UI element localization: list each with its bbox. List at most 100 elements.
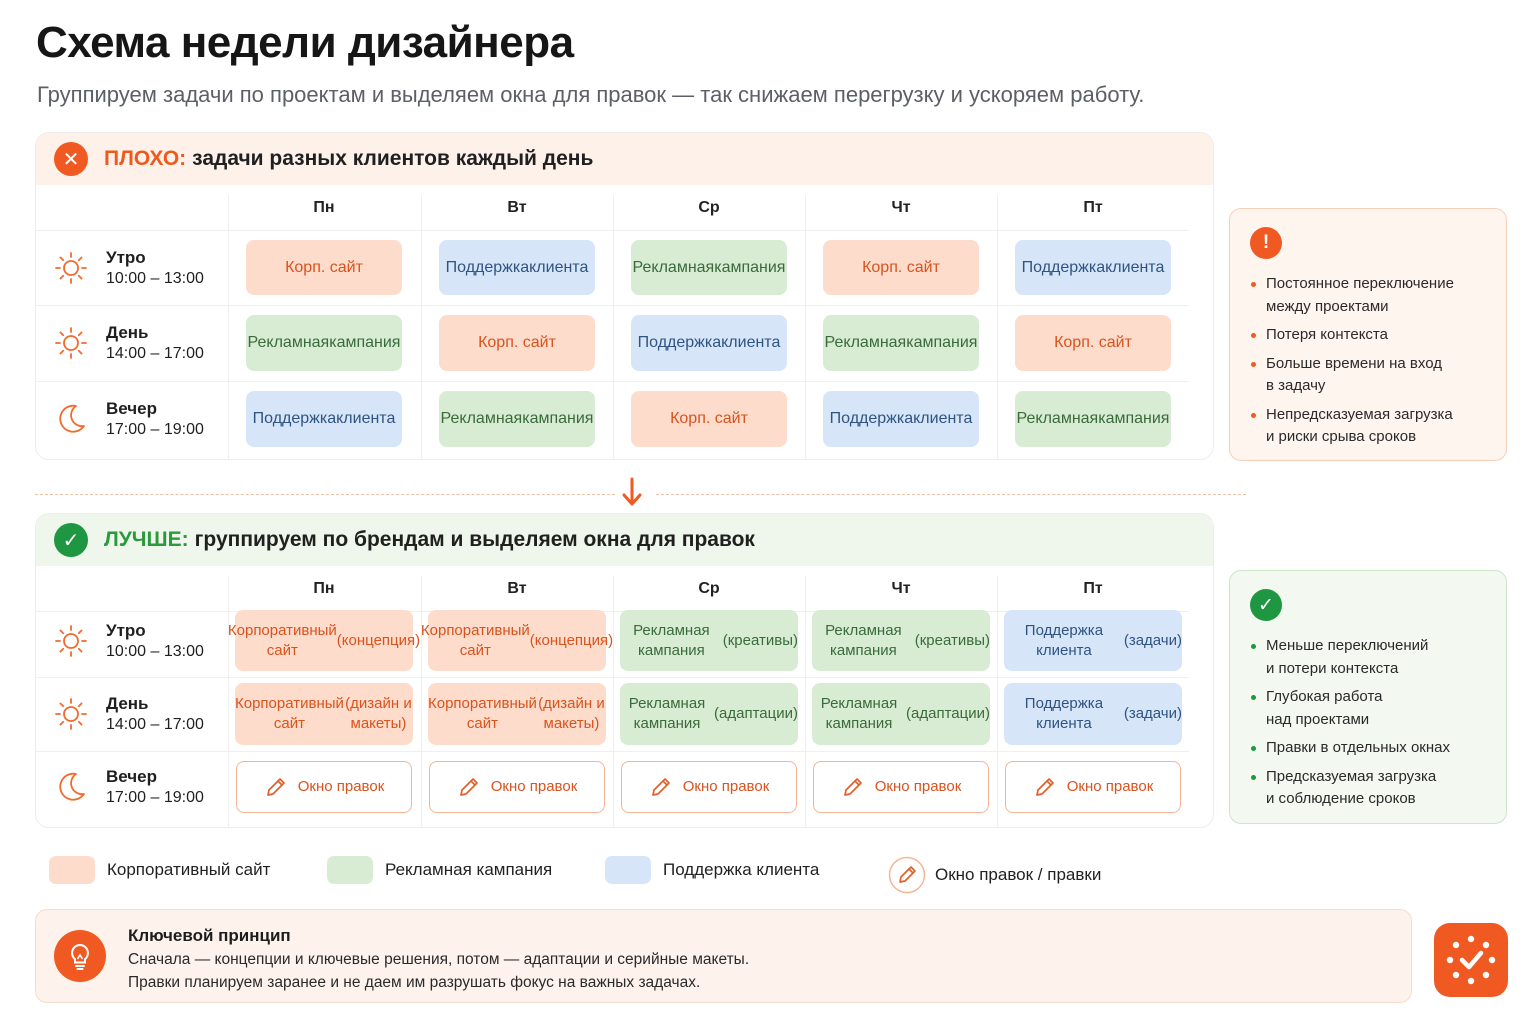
grid-hline: [36, 611, 1189, 612]
time-slot-3: Вечер 17:00 – 19:00: [36, 751, 228, 823]
task-cell-ad: Рекламная кампания(адаптации): [812, 683, 990, 745]
good-schedule-panel: ✓ ЛУЧШЕ: группируем по брендам и выделяе…: [35, 513, 1214, 828]
task-cell-sup: Поддержка клиента(задачи): [1004, 610, 1182, 671]
time-slot-3: Вечер 17:00 – 19:00: [36, 381, 228, 457]
grid-hline: [36, 751, 1189, 752]
time-slot-range: 14:00 – 17:00: [106, 716, 204, 733]
sun-icon: [36, 251, 106, 285]
time-slot-range: 17:00 – 19:00: [106, 421, 204, 438]
edit-window-button[interactable]: Окно правок: [813, 761, 989, 813]
day-header-5: Пт: [1083, 579, 1103, 597]
bad-heading: задачи разных клиентов каждый день: [192, 147, 594, 170]
time-slot-name: День: [106, 694, 149, 713]
task-cell-corp: Корпоративный сайт(концепция): [228, 610, 420, 671]
task-cell-sup: Поддержка клиента(задачи): [1004, 683, 1182, 745]
time-slot-name: Вечер: [106, 399, 158, 418]
day-header-5: Пт: [1083, 198, 1103, 216]
pencil-icon: [888, 856, 926, 894]
grid-hline: [36, 381, 1189, 382]
day-header-4: Чт: [891, 579, 911, 597]
legend-label-support: Поддержка клиента: [663, 860, 820, 879]
legend-label-edit: Окно правок / правки: [935, 865, 1102, 884]
sun-icon: [36, 624, 106, 658]
edit-window-button[interactable]: Окно правок: [429, 761, 605, 813]
legend-item-support: Поддержка клиента: [605, 856, 819, 884]
task-cell-corp: Корпоративный сайт(концепция): [421, 610, 613, 671]
grid-vline: [997, 576, 998, 827]
task-cell-corp: Корп. сайт: [246, 240, 402, 295]
day-header-1: Пн: [313, 198, 335, 216]
exclamation-icon: !: [1250, 227, 1282, 259]
grid-vline: [228, 195, 229, 459]
legend-label-ad: Рекламная кампания: [385, 860, 553, 879]
grid-vline: [613, 576, 614, 827]
grid-vline: [421, 576, 422, 827]
time-slot-2: День 14:00 – 17:00: [36, 677, 228, 751]
legend-swatch-corp: [49, 856, 95, 884]
page-subtitle: Группируем задачи по проектам и выделяем…: [37, 82, 1145, 107]
edit-window-button[interactable]: Окно правок: [236, 761, 412, 813]
note-bullet-item: Правки в отдельных окнах: [1250, 737, 1486, 760]
legend-swatch-ad: [327, 856, 373, 884]
close-icon: ✕: [54, 142, 88, 176]
good-heading: группируем по брендам и выделяем окна дл…: [194, 528, 755, 551]
edit-window-label: Окно правок: [874, 778, 962, 795]
edit-window-button[interactable]: Окно правок: [621, 761, 797, 813]
grid-vline: [613, 195, 614, 459]
time-slot-name: Вечер: [106, 767, 158, 786]
sun-icon: [36, 326, 106, 360]
grid-vline: [421, 195, 422, 459]
legend-item-corp: Корпоративный сайт: [49, 856, 270, 884]
task-cell-corp: Корп. сайт: [439, 315, 595, 371]
time-slot-label: День 14:00 – 17:00: [106, 693, 204, 735]
task-cell-corp: Корп. сайт: [631, 391, 787, 447]
pencil-icon: [843, 778, 862, 796]
section-divider-right: [656, 494, 1246, 495]
task-cell-ad: Рекламная кампания(креативы): [620, 610, 798, 671]
pencil-icon: [651, 778, 670, 796]
good-lead-label: ЛУЧШЕ:: [104, 528, 189, 551]
note-bullet-item: Потеря контекста: [1250, 324, 1486, 347]
edit-window-button[interactable]: Окно правок: [1005, 761, 1181, 813]
bad-lead-label: ПЛОХО:: [104, 147, 187, 170]
pencil-icon: [459, 778, 478, 796]
task-cell-ad: Рекламная кампания(адаптации): [620, 683, 798, 745]
moon-icon: [36, 402, 106, 436]
day-header-2: Вт: [507, 198, 527, 216]
principle-line-2: Правки планируем заранее и не даем им ра…: [128, 974, 701, 991]
principle-title: Ключевой принцип: [128, 926, 291, 945]
task-cell-corp: Корп. сайт: [823, 240, 979, 295]
grid-vline: [805, 195, 806, 459]
bad-schedule-panel: ✕ ПЛОХО: задачи разных клиентов каждый д…: [35, 132, 1214, 460]
time-slot-label: Вечер 17:00 – 19:00: [106, 398, 204, 440]
pencil-icon: [1035, 778, 1054, 796]
day-header-4: Чт: [891, 198, 911, 216]
time-slot-range: 17:00 – 19:00: [106, 789, 204, 806]
grid-hline: [36, 305, 1189, 306]
check-icon: ✓: [54, 523, 88, 557]
check-icon: ✓: [1250, 589, 1282, 621]
time-slot-range: 10:00 – 13:00: [106, 269, 204, 287]
legend-item-edit: Окно правок / правки: [888, 856, 1101, 894]
